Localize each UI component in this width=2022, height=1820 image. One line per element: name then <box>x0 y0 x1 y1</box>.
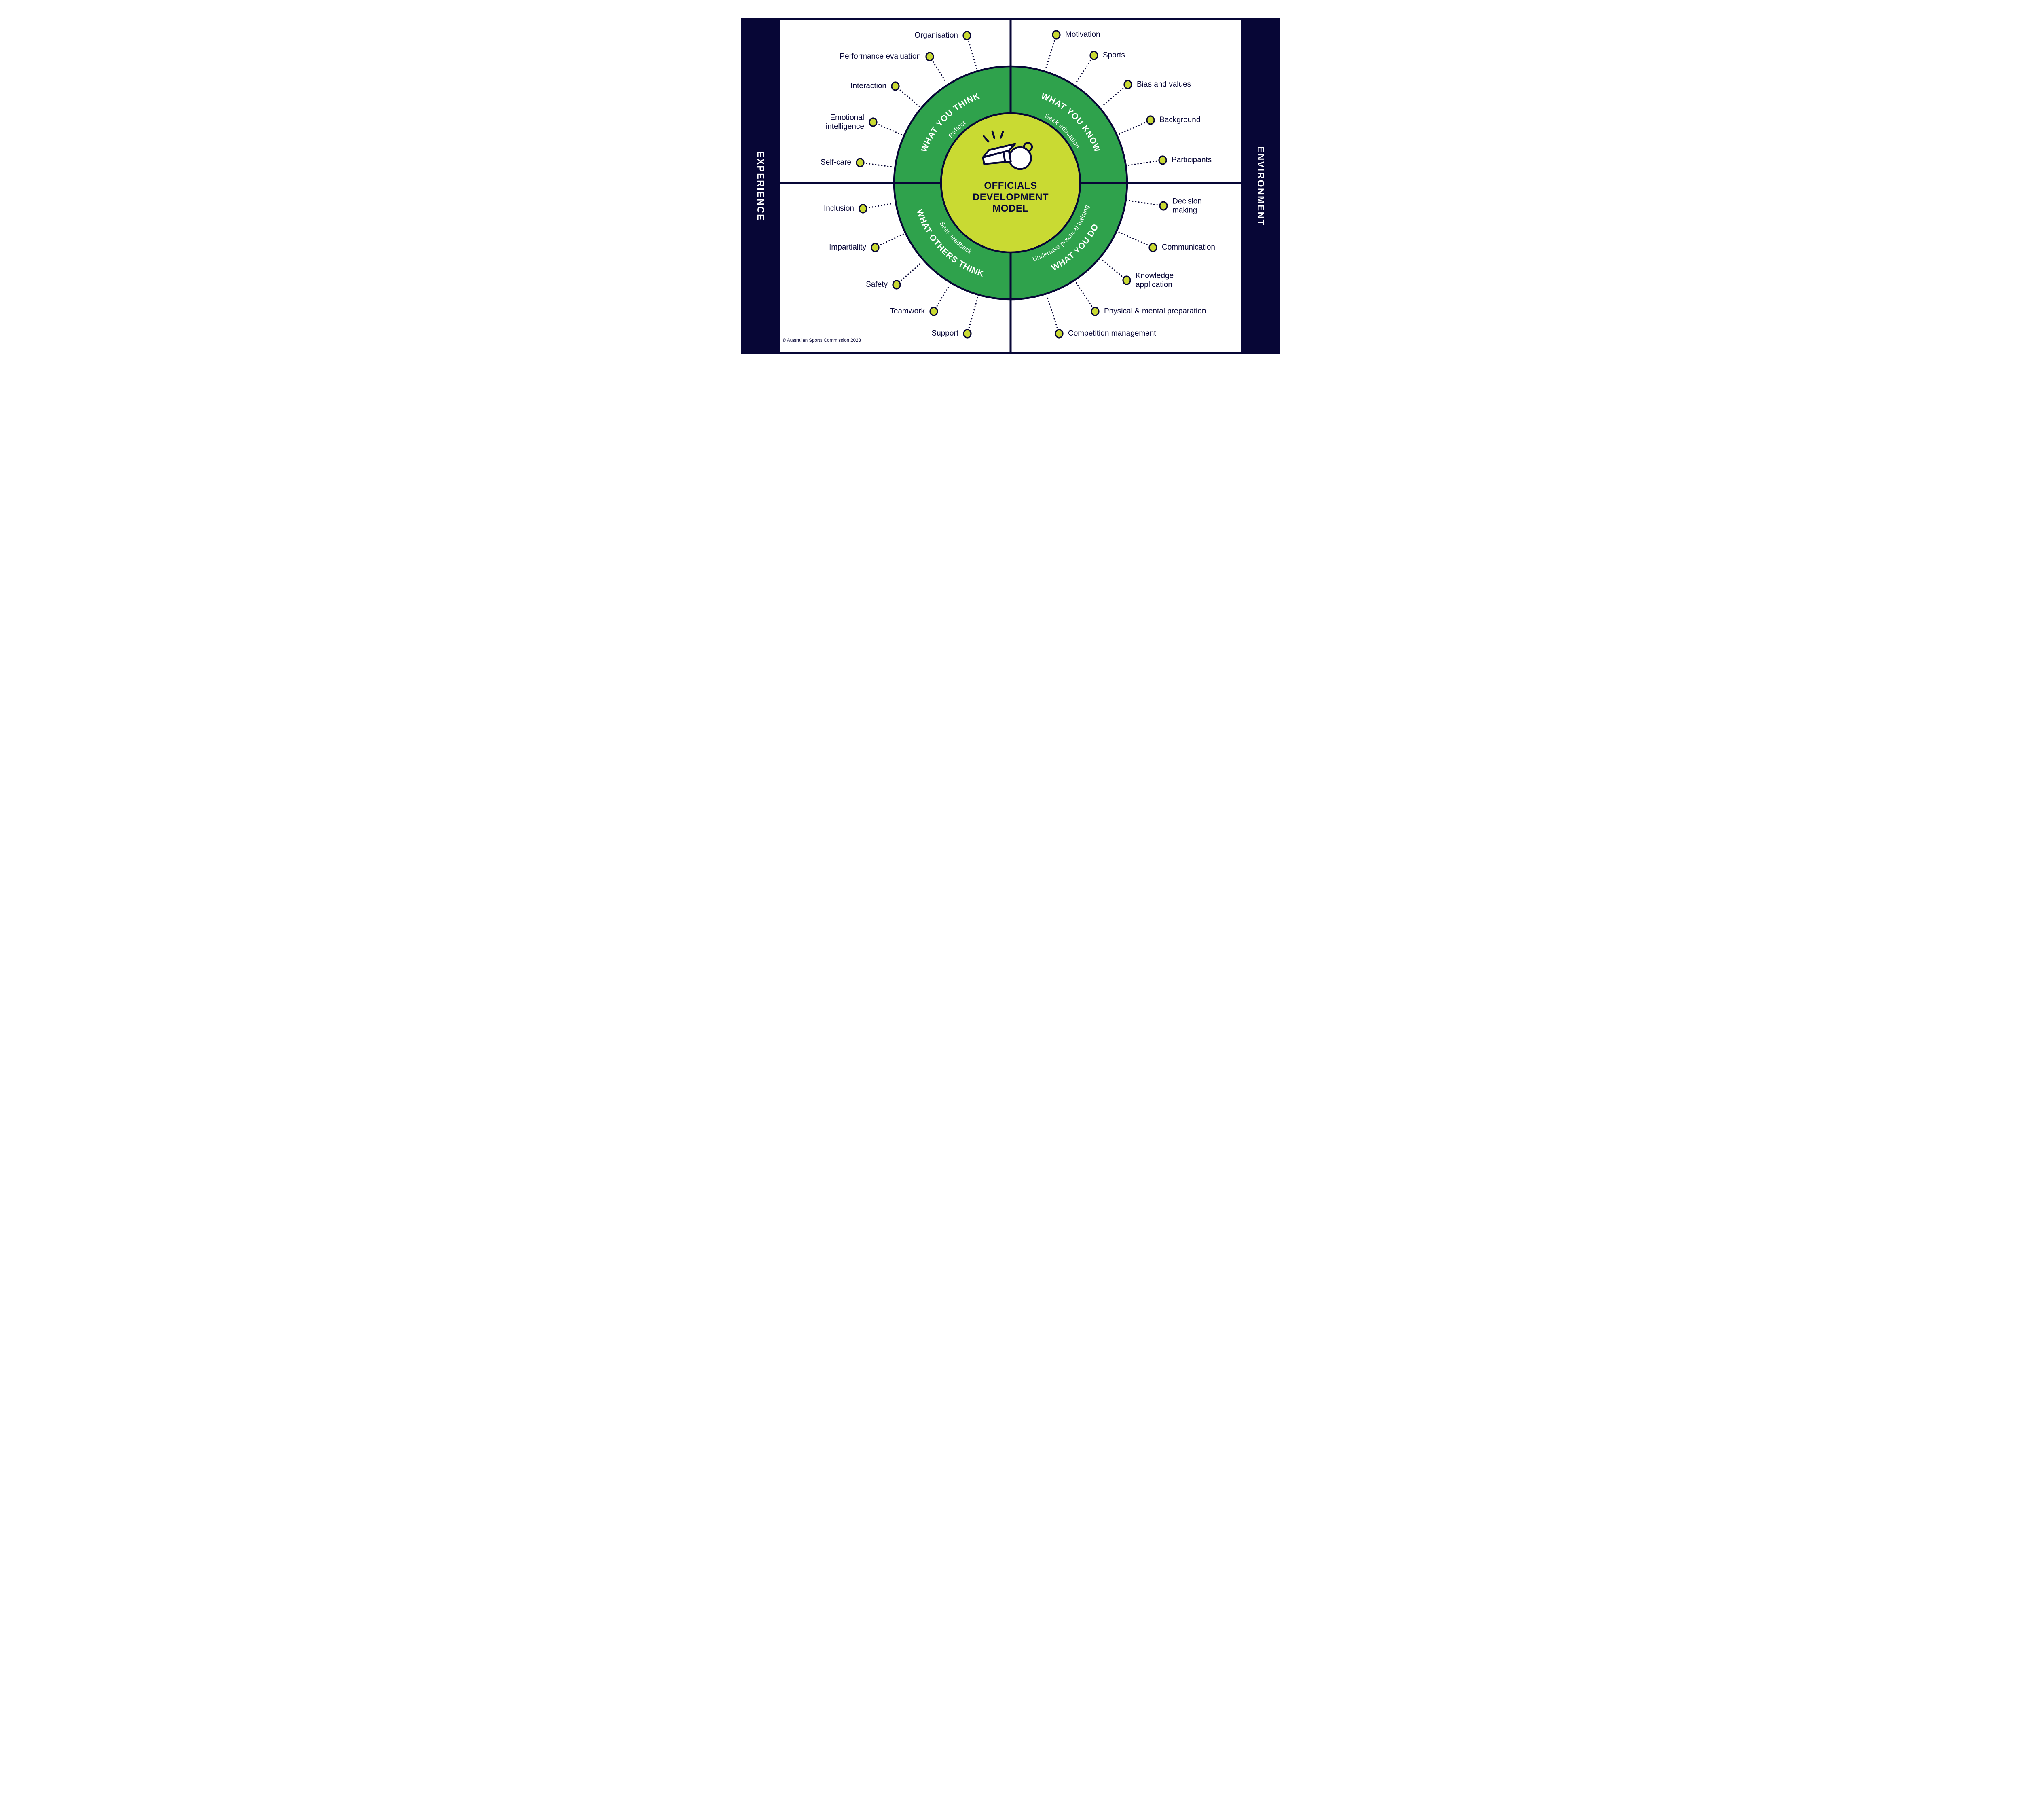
topic-dot-sports <box>1089 51 1098 60</box>
topic-label-interaction: Interaction <box>850 82 886 91</box>
connector-line-motivation <box>1045 40 1055 70</box>
topic-dot-emotional-intelligence <box>869 117 878 127</box>
connector-line-support <box>968 296 979 328</box>
topic-label-impartiality: Impartiality <box>829 243 866 252</box>
topic-label-safety: Safety <box>866 280 888 289</box>
topic-label-bias-and-values: Bias and values <box>1137 80 1191 89</box>
topic-dot-impartiality <box>871 243 880 252</box>
connector-line-knowledge-application <box>1101 258 1123 277</box>
topic-label-competition-management: Competition management <box>1068 329 1156 338</box>
whistle-detail-line <box>1002 151 1006 163</box>
topic-label-knowledge-application: Knowledge application <box>1136 271 1174 289</box>
connector-line-communication <box>1118 231 1148 246</box>
topic-dot-motivation <box>1052 30 1061 40</box>
connector-line-organisation <box>968 41 978 70</box>
connector-line-participants <box>1127 160 1157 166</box>
copyright-text: © Australian Sports Commission 2023 <box>783 338 861 343</box>
topic-label-emotional-intelligence: Emotional intelligence <box>825 113 864 131</box>
connector-line-impartiality <box>880 233 904 245</box>
topic-dot-bias-and-values <box>1123 80 1132 89</box>
topic-dot-safety <box>892 280 901 290</box>
topic-label-organisation: Organisation <box>914 31 958 40</box>
topic-dot-support <box>963 329 972 339</box>
topic-dot-organisation <box>962 31 971 40</box>
whistle-icon <box>982 130 1033 170</box>
connector-line-emotional-intelligence <box>878 124 903 135</box>
topic-label-background: Background <box>1159 116 1201 125</box>
topic-dot-physical-mental-preparation <box>1091 307 1100 316</box>
topic-label-communication: Communication <box>1162 243 1215 252</box>
dotted-connector-lines <box>866 40 1158 328</box>
center-circle <box>940 112 1081 254</box>
topic-label-inclusion: Inclusion <box>824 204 854 213</box>
topic-dots <box>856 30 1168 339</box>
officials-development-model-infographic: EXPERIENCE ENVIRONMENT WHAT YOU THINK Re… <box>721 0 1301 364</box>
connector-line-safety <box>901 261 923 281</box>
topic-dot-inclusion <box>859 204 867 214</box>
topic-dot-communication <box>1148 243 1157 252</box>
topic-dot-decision-making <box>1159 201 1168 211</box>
topic-dot-teamwork <box>929 307 938 316</box>
connector-line-performance-evaluation <box>932 61 947 84</box>
topic-dot-competition-management <box>1055 329 1064 339</box>
connector-line-interaction <box>899 89 920 107</box>
center-title: OFFICIALS DEVELOPMENT MODEL <box>972 180 1049 214</box>
connector-line-teamwork <box>936 284 950 307</box>
connector-line-physical-mental-preparation <box>1075 281 1092 307</box>
topic-label-motivation: Motivation <box>1065 30 1100 39</box>
topic-dot-knowledge-application <box>1122 275 1131 285</box>
topic-label-participants: Participants <box>1172 156 1212 165</box>
connector-line-competition-management <box>1046 295 1058 328</box>
topic-label-physical-mental-preparation: Physical & mental preparation <box>1104 307 1206 316</box>
connector-line-bias-and-values <box>1101 88 1124 107</box>
connector-line-inclusion <box>869 203 894 208</box>
topic-label-self-care: Self-care <box>820 158 851 167</box>
topic-dot-participants <box>1158 155 1167 165</box>
connector-line-self-care <box>866 163 894 168</box>
topic-label-teamwork: Teamwork <box>890 307 925 316</box>
connector-line-background <box>1118 122 1146 135</box>
whistle-sound-lines <box>983 130 1004 143</box>
topic-dot-background <box>1146 115 1155 125</box>
connector-line-sports <box>1075 60 1091 84</box>
topic-label-sports: Sports <box>1103 51 1125 60</box>
topic-label-support: Support <box>931 329 958 338</box>
topic-label-performance-evaluation: Performance evaluation <box>840 52 921 61</box>
diagram-canvas: WHAT YOU THINK Reflect WHAT YOU KNOW See… <box>780 20 1241 352</box>
topic-dot-self-care <box>856 158 865 167</box>
topic-dot-interaction <box>891 81 900 91</box>
connector-line-decision-making <box>1127 200 1158 206</box>
topic-dot-performance-evaluation <box>925 52 934 61</box>
topic-label-decision-making: Decision making <box>1172 197 1202 214</box>
